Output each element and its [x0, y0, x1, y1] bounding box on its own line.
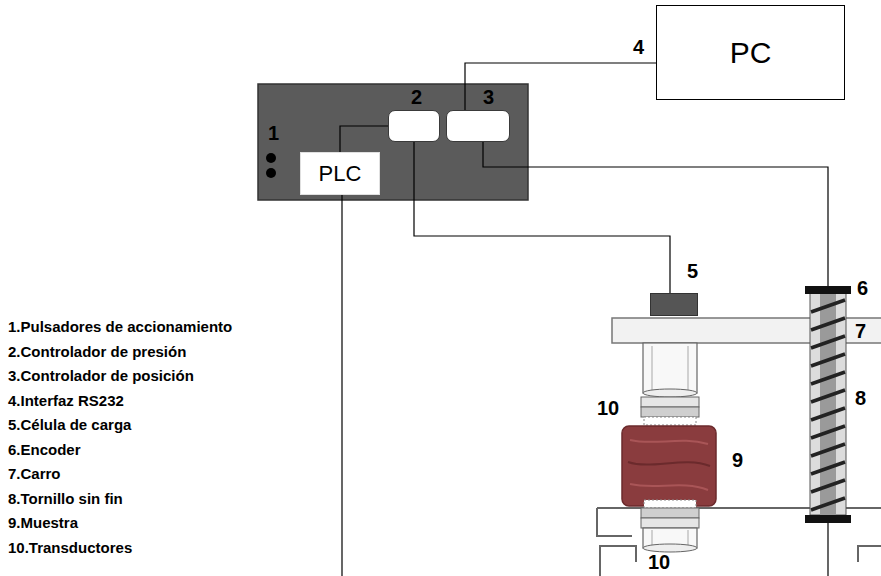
callout-number: 3	[483, 86, 494, 108]
push-button	[266, 168, 276, 178]
sample	[622, 426, 716, 506]
legend-entry: 5.Célula de carga	[8, 416, 131, 434]
box-label: PLC	[319, 161, 362, 187]
callout-number: 5	[687, 260, 698, 282]
legend-entry: 7.Carro	[8, 465, 61, 483]
wire-connector	[414, 142, 670, 293]
worm-screw	[805, 293, 851, 523]
wire-connector	[465, 63, 656, 110]
interface-number: 4	[633, 36, 644, 58]
legend-entry: 6.Encoder	[8, 441, 81, 459]
legend-entry: 2.Controlador de presión	[8, 343, 186, 361]
wire	[827, 522, 828, 576]
encoder: 6	[805, 286, 851, 294]
callout-number: 10	[597, 397, 619, 419]
callout-number: 1	[268, 122, 279, 144]
position-controller: 3	[446, 110, 510, 142]
cabinet-panel	[258, 84, 528, 200]
callout-number: 10	[648, 551, 670, 573]
pressure-controller: 2	[388, 110, 440, 142]
callout-number: 7	[855, 320, 866, 342]
callout-number: 9	[732, 449, 743, 471]
plc-box: PLC	[300, 152, 380, 195]
callout-number: 6	[857, 277, 868, 299]
wire-connector	[340, 126, 388, 152]
callout-number: 2	[411, 86, 422, 108]
legend-entry: 9.Muestra	[8, 514, 78, 532]
transducer	[641, 500, 699, 552]
wire-connector	[483, 142, 828, 286]
box-label: PC	[730, 36, 772, 70]
control-cabinet: 1PLC23	[258, 84, 528, 200]
legend-entry: 10.Transductores	[8, 539, 132, 557]
callout-number: 8	[855, 387, 866, 409]
transducer	[641, 343, 699, 425]
base-frame	[597, 508, 881, 576]
pc-box: PC	[656, 5, 845, 100]
legend-entry: 8.Tornillo sin fin	[8, 490, 123, 508]
wire	[341, 195, 342, 576]
legend-entry: 4.Interfaz RS232	[8, 392, 124, 410]
load-cell: 5	[650, 293, 698, 316]
push-button	[266, 153, 276, 163]
legend-entry: 1.Pulsadores de accionamiento	[8, 318, 232, 336]
legend-entry: 3.Controlador de posición	[8, 367, 194, 385]
